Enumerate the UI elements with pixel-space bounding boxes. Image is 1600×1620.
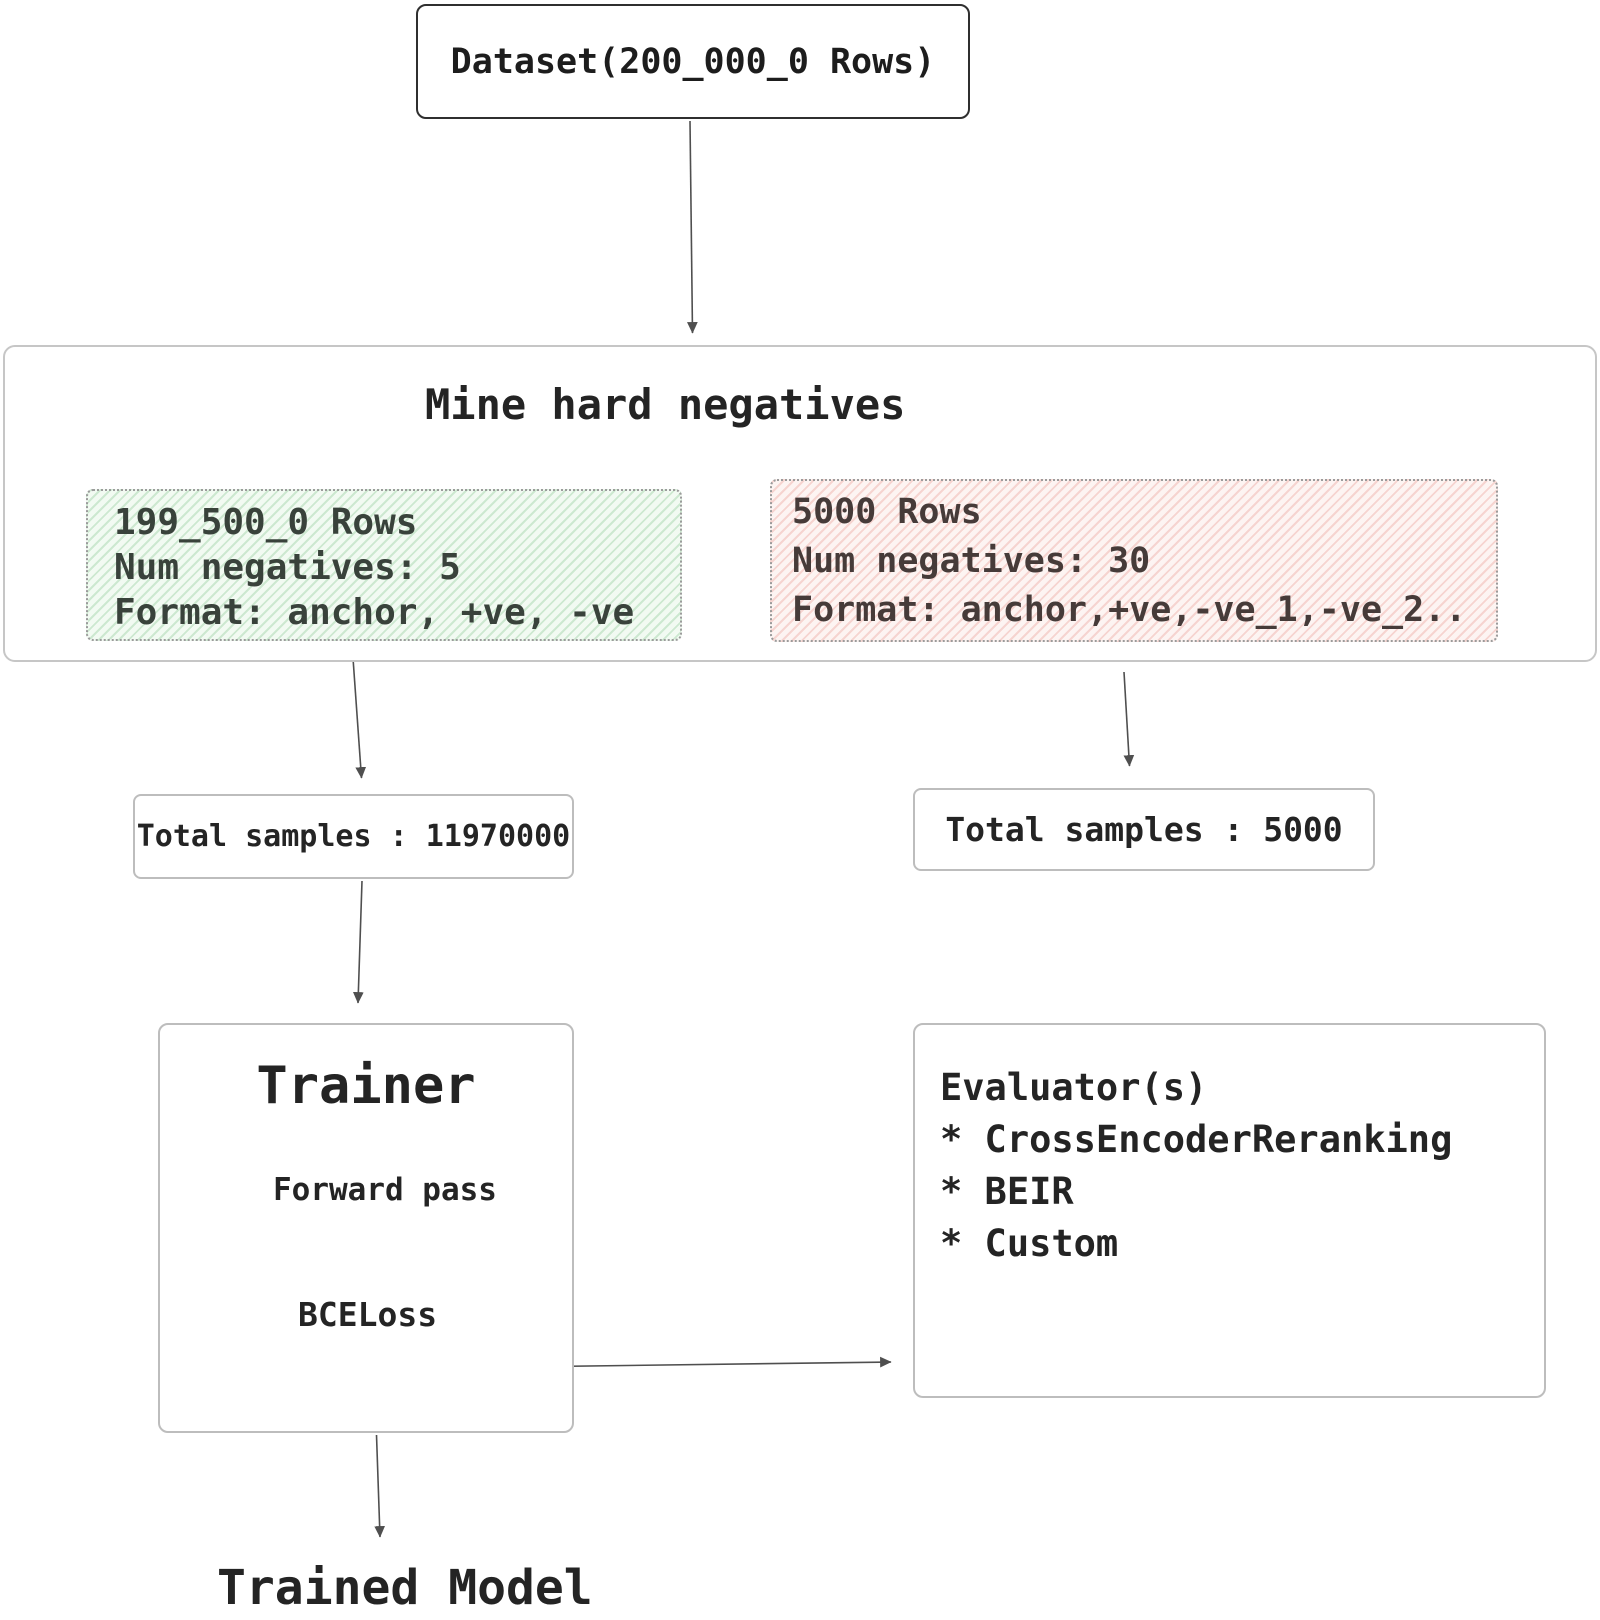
trainer-node xyxy=(158,1023,574,1433)
bceloss-label: BCELoss xyxy=(298,1295,438,1334)
total-samples-train-label: Total samples : 11970000 xyxy=(136,819,571,854)
evaluator-item-beir: * BEIR xyxy=(940,1170,1074,1213)
arrow-trainer-to-trained-model xyxy=(374,1434,385,1538)
eval-split-num-negatives: Num negatives: 30 xyxy=(792,541,1151,581)
evaluator-content: Evaluator(s) * CrossEncoderReranking * B… xyxy=(940,1062,1452,1270)
train-split-rows: 199_500_0 Rows xyxy=(114,502,418,543)
total-samples-train-node: Total samples : 11970000 xyxy=(133,794,574,879)
evaluator-item-custom: * Custom xyxy=(940,1222,1119,1265)
trainer-title: Trainer xyxy=(256,1056,476,1116)
arrow-eval-split-to-total xyxy=(1123,671,1135,767)
train-split-format: Format: anchor, +ve, -ve xyxy=(114,592,635,633)
arrow-dataset-to-mine xyxy=(686,120,698,334)
evaluator-node xyxy=(913,1023,1546,1398)
train-split-card: 199_500_0 Rows Num negatives: 5 Format: … xyxy=(86,489,682,641)
train-split-num-negatives: Num negatives: 5 xyxy=(114,547,461,588)
dataset-label: Dataset(200_000_0 Rows) xyxy=(450,41,936,82)
mine-hard-negatives-title: Mine hard negatives xyxy=(425,380,906,429)
eval-split-format: Format: anchor,+ve,-ve_1,-ve_2.. xyxy=(792,590,1467,630)
forward-pass-label: Forward pass xyxy=(273,1172,497,1208)
trained-model-label: Trained Model xyxy=(217,1560,593,1616)
dataset-node: Dataset(200_000_0 Rows) xyxy=(416,4,970,119)
arrow-total-to-trainer xyxy=(352,880,364,1004)
arrow-train-split-to-total xyxy=(351,643,367,779)
eval-split-rows: 5000 Rows xyxy=(792,492,982,532)
eval-split-card: 5000 Rows Num negatives: 30 Format: anch… xyxy=(770,479,1498,642)
evaluator-item-cross-encoder: * CrossEncoderReranking xyxy=(940,1118,1453,1161)
evaluator-title: Evaluator(s) xyxy=(940,1066,1208,1109)
total-samples-eval-node: Total samples : 5000 xyxy=(913,788,1375,871)
total-samples-eval-label: Total samples : 5000 xyxy=(945,810,1343,849)
